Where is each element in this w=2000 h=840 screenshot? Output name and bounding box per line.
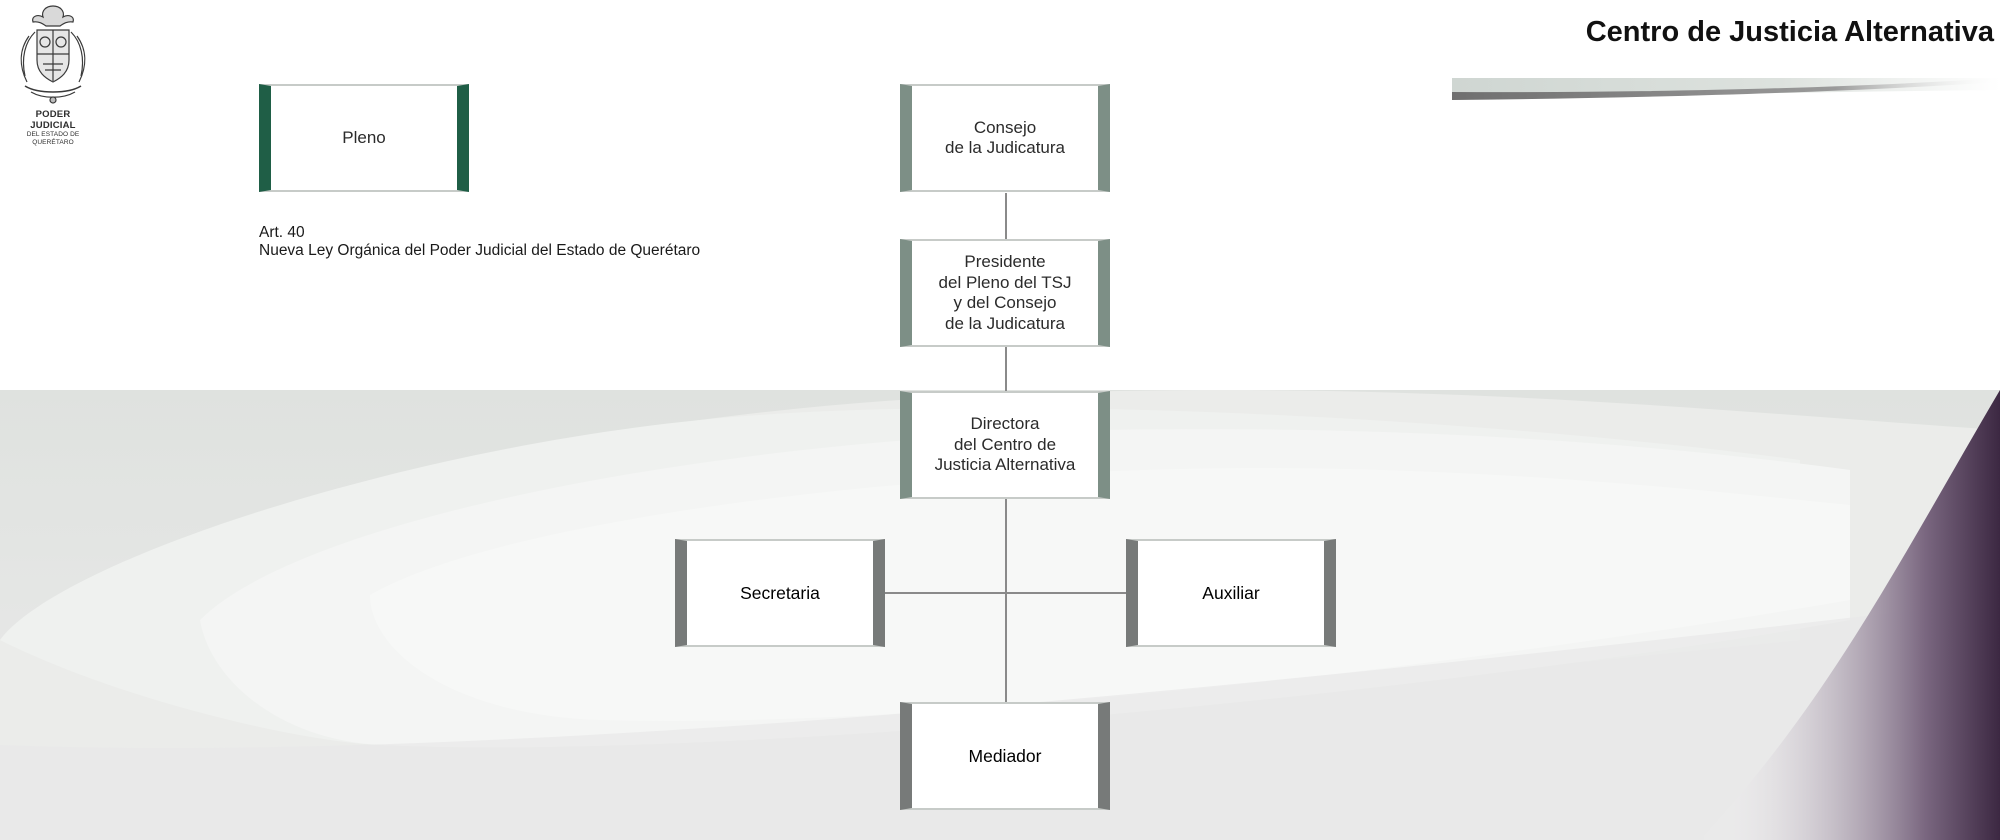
coat-of-arms-icon <box>20 5 86 104</box>
page-title: Centro de Justicia Alternativa <box>1585 16 1994 48</box>
logo-text-line2: DEL ESTADO DE QUERÉTARO <box>26 131 80 146</box>
node-directora: Directora del Centro de Justicia Alterna… <box>900 391 1110 499</box>
legal-reference-note: Art. 40 Nueva Ley Orgánica del Poder Jud… <box>259 224 700 260</box>
poder-judicial-logo: PODER JUDICIAL DEL ESTADO DE QUERÉTARO <box>12 2 94 146</box>
node-auxiliar: Auxiliar <box>1126 539 1336 647</box>
node-consejo: Consejo de la Judicatura <box>900 84 1110 192</box>
note-law: Nueva Ley Orgánica del Poder Judicial de… <box>259 242 701 259</box>
note-article: Art. 40 <box>259 224 305 241</box>
node-mediador: Mediador <box>900 702 1110 810</box>
logo-text-line1: PODER JUDICIAL <box>30 109 76 131</box>
node-presidente: Presidente del Pleno del TSJ y del Conse… <box>900 239 1110 347</box>
node-secretaria: Secretaria <box>675 539 885 647</box>
node-pleno: Pleno <box>259 84 469 192</box>
